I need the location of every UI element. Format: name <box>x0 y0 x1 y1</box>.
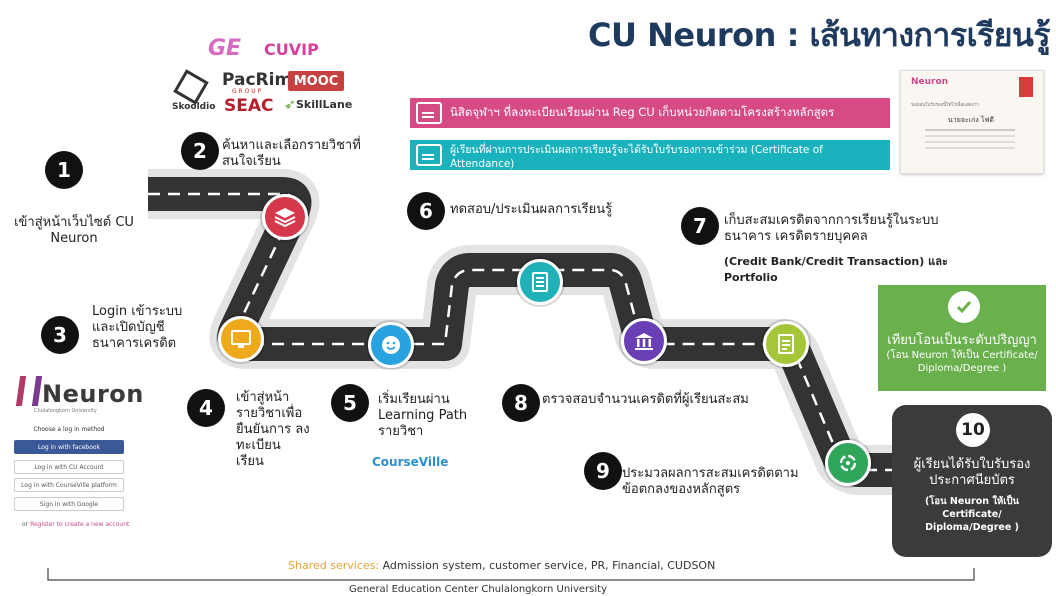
step-4-number: 4 <box>187 389 225 427</box>
step-9-text: ประมวลผลการสะสมเครดิตตาม ข้อตกลงของหลักส… <box>622 466 799 497</box>
step-5-text: เริ่มเรียนผ่าน Learning Path รายวิชา <box>378 392 468 439</box>
step-7-text: เก็บสะสมเครดิตจากการเรียนรู้ในระบบธนาคาร… <box>724 213 939 244</box>
shared-services-items: Admission system, customer service, PR, … <box>382 559 716 572</box>
pacrim-sub: G R O U P <box>232 88 262 95</box>
neuron-icon <box>15 376 43 406</box>
mooc-logo: MOOC <box>288 71 344 91</box>
ge-logo: GE <box>208 36 242 61</box>
pacrim-logo: PacRim <box>222 70 293 90</box>
register-link[interactable]: Register to create a new account <box>30 521 130 528</box>
step-7-subtext: (Credit Bank/Credit Transaction) และ Por… <box>724 255 948 284</box>
teal-banner: ผู้เรียนที่ผ่านการประเมินผลการเรียนรู้จะ… <box>410 140 890 170</box>
cuvip-logo: CUVIP <box>264 40 319 59</box>
degree-transfer-subtitle: (โอน Neuron ให้เป็น Certificate/ Diploma… <box>886 350 1038 374</box>
step-10-text: ผู้เรียนได้รับใบรับรอง ประกาศนียบัตร <box>913 457 1031 488</box>
footer-text: General Education Center Chulalongkorn U… <box>349 584 607 595</box>
step-10-number: 10 <box>956 413 990 447</box>
step-3-number: 3 <box>41 316 79 354</box>
step-3-text: Login เข้าระบบ และเปิดบัญชี ธนาคารเครดิต <box>92 304 183 351</box>
step-4-text: เข้าสู่หน้า รายวิชาเพื่อ ยืนยันการ ลงทะเ… <box>236 390 310 469</box>
step-5-number: 5 <box>331 384 369 422</box>
pink-banner: นิสิตจุฬาฯ ที่ลงทะเบียนเรียนผ่าน Reg CU … <box>410 98 890 128</box>
shared-services-label: Shared services: <box>288 559 380 572</box>
step-6-number: 6 <box>407 192 445 230</box>
neuron-logo-sub: Chulalongkorn University <box>34 408 97 414</box>
step-8-number: 8 <box>502 384 540 422</box>
register-line: or Register to create a new account <box>22 521 129 528</box>
cycle-node-icon <box>825 440 871 486</box>
neuron-logo: Neuron <box>42 380 144 408</box>
neuron-login-panel: Neuron Chulalongkorn University Choose a… <box>4 370 143 540</box>
seac-logo: SEAC <box>224 96 274 116</box>
cu-login-button[interactable]: Log in with CU Account <box>14 460 124 474</box>
pink-banner-text: นิสิตจุฬาฯ ที่ลงทะเบียนเรียนผ่าน Reg CU … <box>450 105 835 119</box>
step-2-text: ค้นหาและเลือกรายวิชาที่สนใจเรียน <box>222 138 361 169</box>
certificate-brand: Neuron <box>911 77 949 87</box>
document-icon <box>416 102 442 124</box>
step-1-text: เข้าสู่หน้าเว็บไซต์ CU Neuron <box>14 215 134 246</box>
skilllane-icon: ➶ <box>284 96 296 112</box>
skooldio-logo: Skooldio <box>172 102 216 112</box>
certificate-thumbnail: Neuron ขอมอบใบรับรองนี้ให้ไว้เพื่อแสดงว่… <box>900 70 1044 174</box>
bank-node-icon <box>621 318 667 364</box>
teal-banner-text: ผู้เรียนที่ผ่านการประเมินผลการเรียนรู้จะ… <box>449 143 823 170</box>
register-prefix: or <box>22 521 29 528</box>
step-10-box: 10 ผู้เรียนได้รับใบรับรอง ประกาศนียบัตร … <box>892 405 1052 557</box>
smile-node-icon <box>368 322 414 368</box>
degree-transfer-title: เทียบโอนเป็นระดับปริญญา <box>887 333 1037 348</box>
step-1-number: 1 <box>45 151 83 189</box>
skilllane-logo: SkillLane <box>296 98 353 111</box>
step-6-text: ทดสอบ/ประเมินผลการเรียนรู้ <box>450 202 613 217</box>
certificate-line: ขอมอบใบรับรองนี้ให้ไว้เพื่อแสดงว่า <box>911 103 980 108</box>
checklist-node-icon <box>517 259 563 305</box>
step-7-number: 7 <box>681 207 719 245</box>
courseville-login-button[interactable]: Log in with CourseVille platform <box>14 478 124 492</box>
document-icon <box>416 144 442 166</box>
degree-transfer-box: เทียบโอนเป็นระดับปริญญา (โอน Neuron ให้เ… <box>878 285 1046 391</box>
certificate-name: นายจะเก่ง ไฟดี <box>948 116 994 124</box>
step-2-number: 2 <box>181 132 219 170</box>
step-10-subtext: (โอน Neuron ให้เป็น Certificate/ Diploma… <box>924 496 1020 533</box>
step-8-text: ตรวจสอบจำนวนเครดิตที่ผู้เรียนสะสม <box>542 392 749 407</box>
login-heading: Choose a log in method <box>33 426 105 433</box>
check-icon <box>948 291 980 323</box>
page-title: CU Neuron : เส้นทางการเรียนรู้ <box>588 16 1051 54</box>
step-9-number: 9 <box>584 452 622 490</box>
ribbon-icon <box>1019 77 1033 97</box>
courseville-logo: CourseVille <box>372 455 449 469</box>
shared-services: Shared services: Admission system, custo… <box>288 559 715 572</box>
google-login-button[interactable]: Sign in with Google <box>14 497 124 511</box>
facebook-login-button[interactable]: Log in with facebook <box>14 440 124 454</box>
document-node-icon <box>763 321 809 367</box>
layers-node-icon <box>262 194 308 240</box>
screen-node-icon <box>218 316 264 362</box>
